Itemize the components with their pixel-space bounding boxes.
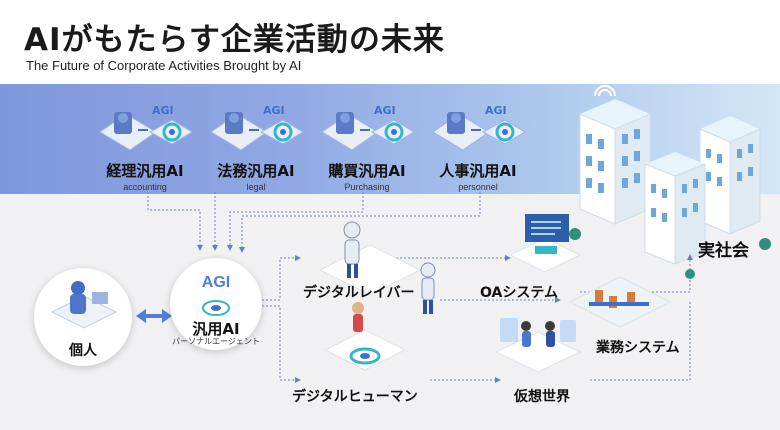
agent-label: 人事汎用AI xyxy=(439,162,517,180)
agi-badge: AGI xyxy=(263,104,285,117)
agi-badge: AGI xyxy=(201,274,231,291)
robot-icon-2 xyxy=(420,262,436,314)
agent-workstation-icon xyxy=(432,112,526,151)
business-system-label: 業務システム xyxy=(596,340,680,356)
virtual-world-label: 仮想世界 xyxy=(514,389,570,405)
building-tower-center xyxy=(644,152,706,265)
agent-accounting: AGI 経理汎用AI accounting xyxy=(90,102,200,202)
agent-personnel: AGI 人事汎用AI personnel xyxy=(423,102,533,202)
virtual-world-illustration xyxy=(494,318,582,373)
connector-to-human xyxy=(258,305,301,383)
agi-badge: AGI xyxy=(374,104,396,117)
connector-accounting xyxy=(147,192,203,251)
city-illustration xyxy=(569,85,771,279)
real-society-label: 実社会 xyxy=(698,241,749,261)
general-ai-circle: AGI 汎用AI パーソナルエージェント xyxy=(170,258,262,350)
bidirectional-arrow xyxy=(136,309,172,323)
oa-system-label: OAシステム xyxy=(480,285,558,301)
agent-workstation-icon xyxy=(321,112,415,151)
connector-personnel xyxy=(239,192,481,253)
agent-sub: personnel xyxy=(458,182,498,192)
digital-labor-illustration xyxy=(318,221,436,314)
agi-badge: AGI xyxy=(152,104,174,117)
individual-label: 個人 xyxy=(69,343,97,359)
business-system-illustration xyxy=(568,276,672,328)
page-subtitle: The Future of Corporate Activities Broug… xyxy=(26,58,302,73)
digital-human-illustration xyxy=(323,302,407,371)
agent-legal: AGI 法務汎用AI legal xyxy=(201,102,311,202)
agent-label: 購買汎用AI xyxy=(328,162,406,180)
building-tower-right xyxy=(699,116,761,235)
person-at-desk-icon xyxy=(50,281,118,329)
agent-label: 経理汎用AI xyxy=(106,162,184,180)
agent-purchasing: AGI 購買汎用AI Purchasing xyxy=(312,102,422,202)
agent-workstation-icon xyxy=(99,112,193,151)
agent-sub: accounting xyxy=(123,182,167,192)
agent-label: 法務汎用AI xyxy=(217,162,295,180)
oa-system-illustration xyxy=(508,214,582,273)
robot-icon xyxy=(343,221,361,278)
general-ai-sub: パーソナルエージェント xyxy=(172,337,260,346)
agent-sub: legal xyxy=(246,182,266,192)
agi-badge: AGI xyxy=(485,104,507,117)
connector-virtual-real xyxy=(590,360,691,381)
agent-sub: Purchasing xyxy=(344,182,390,192)
connector-purchasing xyxy=(227,192,364,251)
page-title: AIがもたらす企業活動の未来 xyxy=(24,22,445,58)
wifi-icon xyxy=(594,85,616,97)
digital-human-label: デジタルヒューマン xyxy=(292,389,418,405)
building-tower-left xyxy=(579,99,651,225)
connector-to-labor xyxy=(258,255,301,301)
general-ai-label: 汎用AI xyxy=(192,320,240,338)
agent-workstation-icon xyxy=(210,112,304,151)
digital-labor-label: デジタルレイバー xyxy=(303,285,415,301)
individual-circle: 個人 xyxy=(34,268,132,366)
agi-target-icon xyxy=(202,300,230,316)
